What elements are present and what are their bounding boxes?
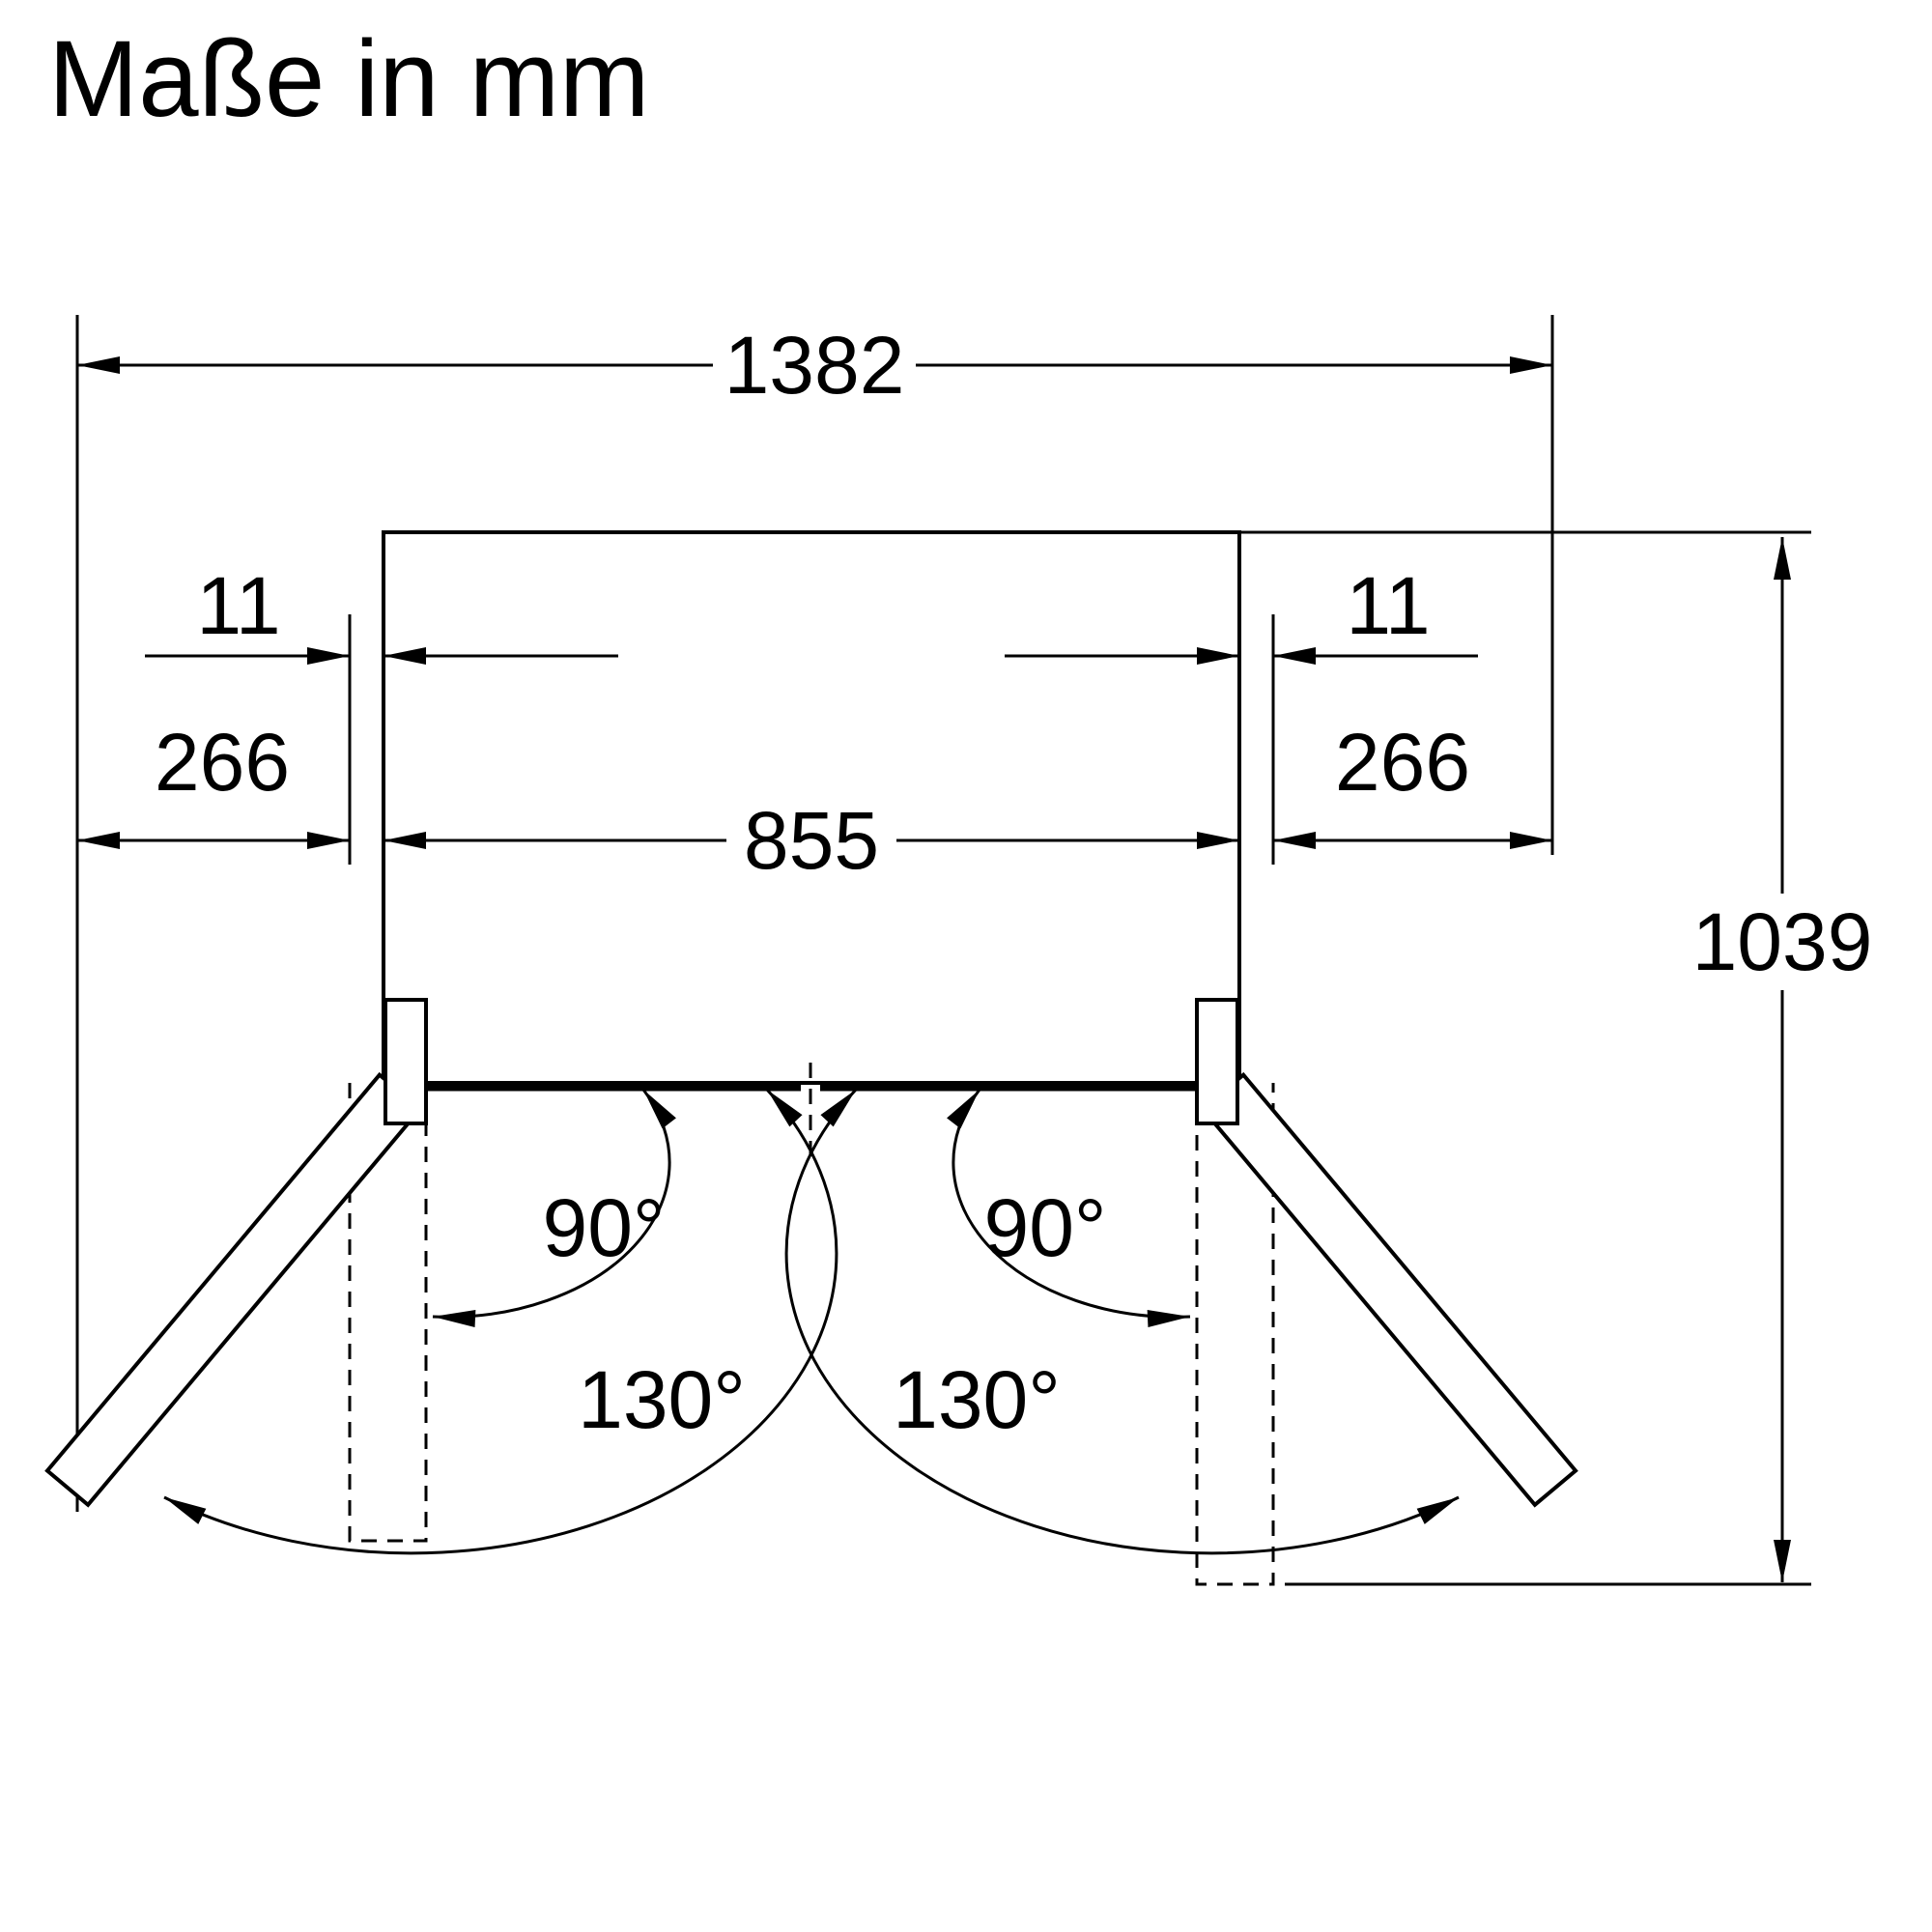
left-door-open-130 (44, 1071, 423, 1508)
dim-gap-left-value: 11 (196, 560, 280, 651)
swing-arc-130-right (784, 1088, 1460, 1555)
right-door-open-130 (1200, 1071, 1578, 1508)
open-doors (44, 1071, 1578, 1508)
dim-total-width-value: 1382 (724, 320, 905, 411)
mask-total-depth (1679, 894, 1886, 990)
door-90-envelopes (348, 1063, 1275, 1586)
left-hinge (384, 998, 428, 1125)
page-title: Maße in mm (48, 18, 649, 139)
dim-total-depth-value: 1039 (1692, 896, 1873, 987)
angle-130-left-label: 130° (578, 1354, 746, 1445)
dim-side-right-value: 266 (1335, 717, 1470, 808)
angle-130-right-label: 130° (893, 1354, 1061, 1445)
angle-90-right-label: 90° (983, 1182, 1106, 1273)
dim-gap-right-value: 11 (1346, 560, 1430, 651)
swing-arc-130-left (163, 1088, 838, 1555)
door-swing-arcs (163, 1088, 1460, 1555)
mask-total-width (713, 321, 916, 408)
dim-inner-width-value: 855 (744, 795, 879, 886)
dimension-labels: 1382 11 11 266 266 855 1039 (155, 320, 1873, 987)
label-masks (713, 321, 1886, 990)
mask-inner-width (726, 796, 896, 883)
right-hinge (1195, 998, 1239, 1125)
angle-labels: 90° 90° 130° 130° (542, 1182, 1106, 1445)
dim-side-left-value: 266 (155, 717, 290, 808)
angle-90-left-label: 90° (542, 1182, 665, 1273)
